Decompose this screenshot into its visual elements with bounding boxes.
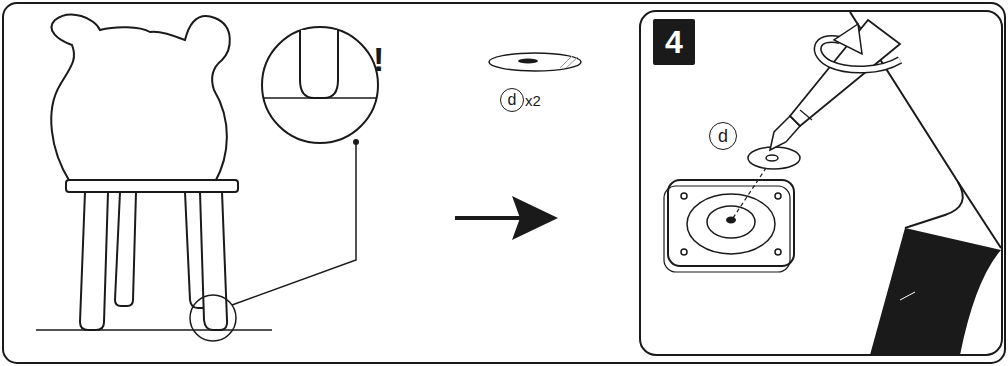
felt-pad bbox=[489, 53, 581, 71]
step-number: 4 bbox=[653, 19, 695, 65]
frame bbox=[3, 3, 1005, 363]
part-letter: d bbox=[718, 127, 728, 145]
plate-boss bbox=[707, 206, 755, 238]
warning-mark: ! bbox=[373, 42, 384, 76]
pad-hole bbox=[766, 155, 778, 161]
rotation-arrowhead bbox=[834, 24, 862, 54]
plate-hole bbox=[726, 217, 736, 224]
chair-seat bbox=[66, 180, 238, 192]
step-arrow bbox=[455, 216, 520, 220]
surface-thickness bbox=[870, 228, 1001, 355]
part-letter: d bbox=[500, 88, 524, 112]
screw-hole bbox=[775, 193, 781, 199]
quantity-label: x2 bbox=[525, 93, 541, 108]
chair-leg bbox=[115, 192, 136, 306]
screw-hole bbox=[775, 249, 781, 255]
edge-shine bbox=[900, 292, 915, 300]
pad-hole bbox=[518, 58, 538, 63]
detail-panel bbox=[640, 11, 1002, 355]
step-number: 4 bbox=[665, 26, 683, 58]
surface-edge bbox=[958, 182, 1001, 248]
screwdriver-handle bbox=[790, 20, 900, 126]
part-letter: d bbox=[508, 92, 517, 108]
screw-hole bbox=[681, 193, 687, 199]
leader-line bbox=[232, 142, 356, 305]
magnifier-circle bbox=[262, 27, 378, 143]
felt-pad bbox=[748, 147, 800, 169]
plate-edge bbox=[664, 186, 790, 272]
mounting-plate bbox=[668, 180, 794, 266]
leader-dot bbox=[353, 139, 359, 145]
floor-line bbox=[36, 329, 272, 331]
chair-leg bbox=[80, 192, 108, 330]
chair-back bbox=[51, 15, 230, 182]
plate-ring bbox=[687, 194, 775, 254]
focus-circle bbox=[190, 295, 236, 341]
guide-line bbox=[733, 162, 770, 218]
step-arrowhead bbox=[512, 196, 558, 240]
handle-ring bbox=[800, 110, 812, 120]
part-letter: d bbox=[709, 122, 737, 150]
chair-leg bbox=[200, 192, 227, 330]
pad-shine bbox=[560, 56, 572, 68]
pad-shine bbox=[566, 57, 578, 68]
screw-hole bbox=[681, 249, 687, 255]
floor-line bbox=[263, 97, 377, 99]
leg-end-detail bbox=[300, 30, 338, 98]
